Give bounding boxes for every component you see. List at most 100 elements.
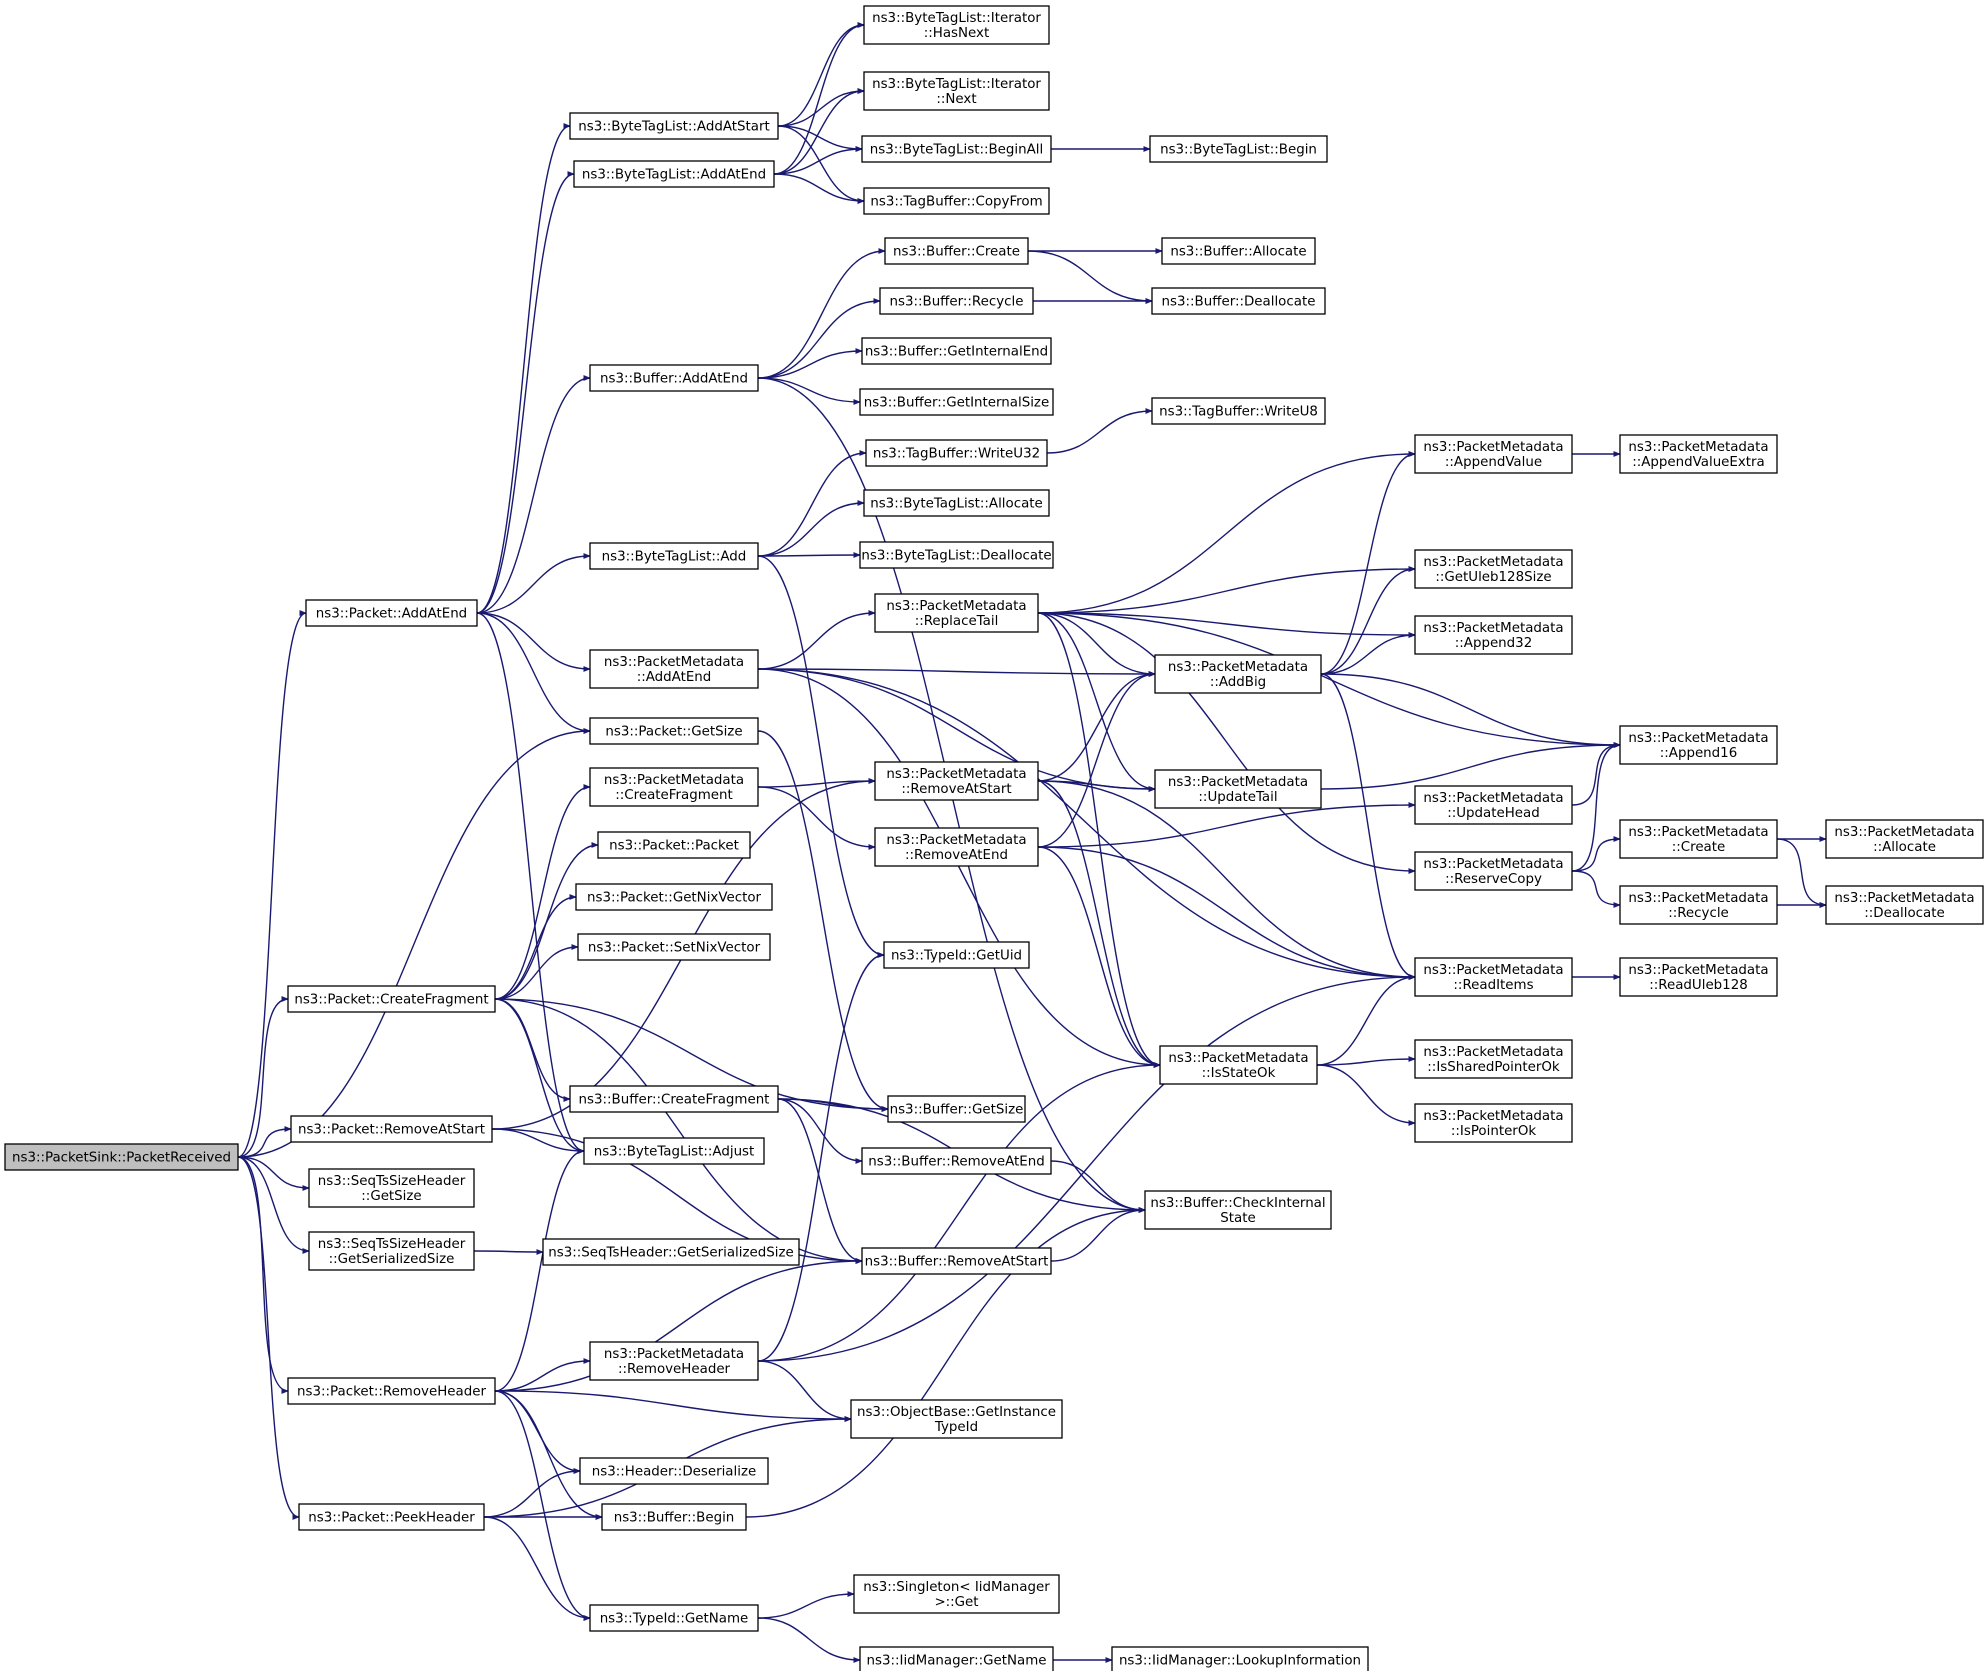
node-pkt-removeheader[interactable]: ns3::Packet::RemoveHeader [287,1377,496,1405]
node-it-hasnext[interactable]: ns3::ByteTagList::Iterator::HasNext [863,5,1050,45]
node-label: ns3::PacketMetadata [604,655,744,670]
edge-pkt_addatend-to-btl_addatstart [476,126,570,614]
node-box [1159,1045,1318,1085]
node-seqts-getser[interactable]: ns3::SeqTsSizeHeader::GetSerializedSize [308,1231,475,1271]
node-pm-appendvalue[interactable]: ns3::PacketMetadata::AppendValue [1414,434,1573,474]
node-buf-getintend[interactable]: ns3::Buffer::GetInternalEnd [861,337,1052,365]
edge-pm_addatend-to-pm_readitems [757,668,1415,977]
node-btl-allocate[interactable]: ns3::ByteTagList::Allocate [863,489,1050,517]
node-it-next[interactable]: ns3::ByteTagList::Iterator::Next [863,71,1050,111]
node-box [542,1238,800,1266]
node-pm-create[interactable]: ns3::PacketMetadata::Create [1619,819,1778,859]
node-pm-allocate[interactable]: ns3::PacketMetadata::Allocate [1825,819,1984,859]
node-box [589,717,759,745]
node-box [1825,819,1984,859]
node-pm-removeatstart[interactable]: ns3::PacketMetadata::RemoveAtStart [874,761,1039,801]
node-label: ns3::ByteTagList::Begin [1160,143,1317,158]
node-pm-isstateok[interactable]: ns3::PacketMetadata::IsStateOk [1159,1045,1318,1085]
node-pm-reservecopy[interactable]: ns3::PacketMetadata::ReserveCopy [1414,851,1573,891]
node-buf-createfrag[interactable]: ns3::Buffer::CreateFragment [569,1085,779,1113]
node-buf-deallocate[interactable]: ns3::Buffer::Deallocate [1151,287,1326,315]
node-btl-begin[interactable]: ns3::ByteTagList::Begin [1149,135,1328,163]
node-label: ns3::TagBuffer::WriteU8 [1159,405,1318,420]
node-pm-isptrok[interactable]: ns3::PacketMetadata::IsPointerOk [1414,1103,1573,1143]
node-pm-issharedptr[interactable]: ns3::PacketMetadata::IsSharedPointerOk [1414,1039,1573,1079]
node-pm-addatend[interactable]: ns3::PacketMetadata::AddAtEnd [589,649,759,689]
node-pkt-getnix[interactable]: ns3::Packet::GetNixVector [575,883,773,911]
node-pm-append16[interactable]: ns3::PacketMetadata::Append16 [1619,725,1778,765]
node-typeid-getname[interactable]: ns3::TypeId::GetName [589,1604,759,1632]
node-pkt-removeatstart[interactable]: ns3::Packet::RemoveAtStart [290,1115,493,1143]
node-typeid-getuid[interactable]: ns3::TypeId::GetUid [883,941,1030,969]
node-pm-readuleb[interactable]: ns3::PacketMetadata::ReadUleb128 [1619,957,1778,997]
node-buf-removeatstart[interactable]: ns3::Buffer::RemoveAtStart [861,1247,1052,1275]
node-buf-create[interactable]: ns3::Buffer::Create [884,237,1029,265]
node-box [575,883,773,911]
node-tb-copyfrom[interactable]: ns3::TagBuffer::CopyFrom [863,187,1050,215]
node-box [589,364,759,392]
node-pm-appendvalueextra[interactable]: ns3::PacketMetadata::AppendValueExtra [1619,434,1778,474]
edge-pm_updatehead-to-pm_append16 [1571,745,1620,806]
node-btl-add[interactable]: ns3::ByteTagList::Add [589,542,759,570]
node-pm-replacetail[interactable]: ns3::PacketMetadata::ReplaceTail [874,593,1039,633]
node-singleton-get[interactable]: ns3::Singleton< IidManager >::Get [853,1574,1060,1614]
node-pkt-getsize[interactable]: ns3::Packet::GetSize [589,717,759,745]
edge-root-to-pkt_removeatstart [237,1129,291,1158]
node-pkt-peekheader[interactable]: ns3::Packet::PeekHeader [298,1503,485,1531]
edge-btl_add-to-btl_deallocate [757,555,860,556]
node-pm-deallocate[interactable]: ns3::PacketMetadata::Deallocate [1825,885,1984,925]
node-label: ns3::PacketMetadata [1423,857,1563,872]
node-box [579,1457,769,1485]
node-pm-updatehead[interactable]: ns3::PacketMetadata::UpdateHead [1414,785,1573,825]
node-pm-readitems[interactable]: ns3::PacketMetadata::ReadItems [1414,957,1573,997]
node-tb-writeu8[interactable]: ns3::TagBuffer::WriteU8 [1151,397,1326,425]
node-btl-beginall[interactable]: ns3::ByteTagList::BeginAll [861,135,1052,163]
node-seqts-getsize[interactable]: ns3::SeqTsSizeHeader::GetSize [308,1168,475,1208]
node-label: ns3::Buffer::RemoveAtEnd [868,1155,1044,1170]
node-pm-getuleb[interactable]: ns3::PacketMetadata::GetUleb128Size [1414,549,1573,589]
edge-pm_updatetail-to-pm_append16 [1320,745,1620,790]
node-pm-recycle[interactable]: ns3::PacketMetadata::Recycle [1619,885,1778,925]
node-label: ns3::ByteTagList::Deallocate [861,549,1051,564]
node-buf-getintsize[interactable]: ns3::Buffer::GetInternalSize [859,388,1054,416]
node-btl-adjust[interactable]: ns3::ByteTagList::Adjust [583,1137,765,1165]
node-btl-deallocate[interactable]: ns3::ByteTagList::Deallocate [859,541,1054,569]
node-pm-updatetail[interactable]: ns3::PacketMetadata::UpdateTail [1154,769,1322,809]
node-label: ns3::Header::Deserialize [592,1465,756,1480]
node-pm-append32[interactable]: ns3::PacketMetadata::Append32 [1414,615,1573,655]
node-buf-begin[interactable]: ns3::Buffer::Begin [601,1503,747,1531]
node-pm-addbig[interactable]: ns3::PacketMetadata::AddBig [1154,654,1322,694]
node-seqts-hdr-getser[interactable]: ns3::SeqTsHeader::GetSerializedSize [542,1238,800,1266]
node-label: ns3::PacketMetadata [1168,1051,1308,1066]
node-btl-addatstart[interactable]: ns3::ByteTagList::AddAtStart [569,112,779,140]
node-box [601,1503,747,1531]
node-pkt-createfrag[interactable]: ns3::Packet::CreateFragment [287,985,496,1013]
node-label: ::ReadItems [1453,978,1533,993]
node-label: ns3::Buffer::GetInternalEnd [865,345,1048,360]
node-buf-allocate[interactable]: ns3::Buffer::Allocate [1161,237,1316,265]
node-buf-addatend[interactable]: ns3::Buffer::AddAtEnd [589,364,759,392]
edge-pkt_createfrag-to-btl_adjust [494,998,584,1151]
edge-pm_removeatstart-to-pm_addbig [1037,674,1155,782]
node-label: TypeId [934,1420,978,1435]
node-pkt-setnix[interactable]: ns3::Packet::SetNixVector [577,933,771,961]
node-buf-recycle[interactable]: ns3::Buffer::Recycle [879,287,1034,315]
node-iid-lookup[interactable]: ns3::IidManager::LookupInformation [1111,1646,1369,1671]
node-pm-removeatend[interactable]: ns3::PacketMetadata::RemoveAtEnd [874,827,1039,867]
node-pm-removeheader[interactable]: ns3::PacketMetadata::RemoveHeader [589,1341,759,1381]
node-buf-removeatend[interactable]: ns3::Buffer::RemoveAtEnd [861,1147,1052,1175]
node-btl-addatend[interactable]: ns3::ByteTagList::AddAtEnd [573,160,775,188]
node-pkt-addatend[interactable]: ns3::Packet::AddAtEnd [305,599,478,627]
node-box [1414,549,1573,589]
node-iid-getname[interactable]: ns3::IidManager::GetName [859,1646,1054,1671]
node-buf-getsize[interactable]: ns3::Buffer::GetSize [887,1095,1026,1123]
node-label: ns3::TagBuffer::CopyFrom [870,195,1042,210]
edge-pkt_addatend-to-pkt_getsize [476,612,590,731]
node-hdr-deser[interactable]: ns3::Header::Deserialize [579,1457,769,1485]
node-root[interactable]: ns3::PacketSink::PacketReceived [4,1143,239,1171]
node-tb-writeu32[interactable]: ns3::TagBuffer::WriteU32 [865,439,1048,467]
node-pkt-packet[interactable]: ns3::Packet::Packet [597,831,751,859]
node-pm-createfrag[interactable]: ns3::PacketMetadata::CreateFragment [589,767,759,807]
